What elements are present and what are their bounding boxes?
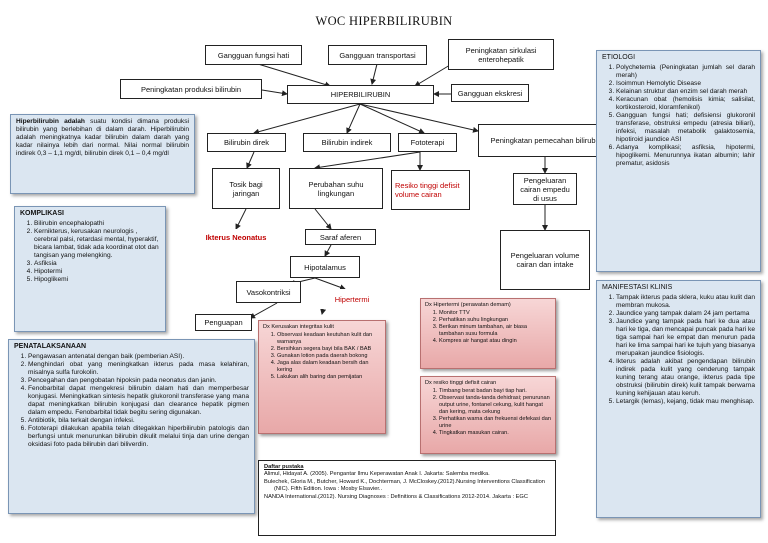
list-item: Keracunan obat (hemolisis kimia; salisil…	[616, 96, 755, 112]
manifestasi-title: MANIFESTASI KLINIS	[602, 284, 673, 291]
dx-kerusakan-title: Dx Kerusakan integritas kulit	[263, 324, 334, 330]
komplikasi-title: KOMPLIKASI	[20, 210, 64, 217]
list-item: Pencegahan dan pengobatan hipoksin pada …	[28, 377, 249, 385]
box-toksik-jaringan: Tosik bagi jaringan	[212, 168, 280, 209]
box-gangguan-ekskresi: Gangguan ekskresi	[451, 84, 529, 102]
list-item: Adanya komplikasi; asfiksia, hipotermi, …	[616, 144, 755, 168]
list-item: Observasi keadaan keutuhan kulit dan war…	[277, 332, 381, 346]
list-item: Fototerapi dilakukan apabila telah diteg…	[28, 425, 249, 449]
list-item: Ikterus adalah akibat pengendapan biliru…	[616, 358, 755, 398]
list-item: Jaundice yang tampak pada hari ke dua at…	[616, 318, 755, 358]
list-item: Menghindari obat yang meningkatkan ikter…	[28, 361, 249, 377]
box-vasokontriksi: Vasokontriksi	[236, 281, 301, 303]
box-bilirubin-direk: Bilirubin direk	[207, 133, 286, 152]
pustaka-entry: Bulechek, Gloria M., Butcher, Howard K.,…	[264, 478, 545, 493]
box-resiko-defisit-cairan: Resiko tinggi defisit volume cairan	[391, 170, 470, 210]
dx-resiko-title: Dx resiko tinggi defisit cairan	[425, 380, 497, 386]
dx-hipertermi-box: Dx Hipertermi (perawatan demam) Monitor …	[420, 298, 556, 369]
list-item: Tampak ikterus pada sklera, kuku atau ku…	[616, 294, 755, 310]
list-item: Letargik (lemas), kejang, tidak mau meng…	[616, 398, 755, 406]
definition-box: Hiperbilirubin adalah suatu kondisi dima…	[10, 114, 195, 194]
penatalaksanaan-box: PENATALAKSANAAN Pengawasan antenatal den…	[8, 339, 255, 514]
definition-text: suatu kondisi dimana produksi bilirubin …	[16, 118, 189, 158]
box-pengeluaran-volume: Pengeluaran volume cairan dan intake	[500, 230, 590, 290]
etiologi-box: ETIOLOGI Polychetemia (Peningkatan jumla…	[596, 50, 761, 272]
page-title: WOC HIPERBILIRUBIN	[315, 14, 453, 28]
list-item: Gunakan lotion pada daerah bokong	[277, 353, 381, 360]
box-pemecahan-bilirubin: Peningkatan pemecahan bilirubin	[478, 124, 614, 157]
box-fototerapi: Fototerapi	[398, 133, 457, 152]
list-item: Polychetemia (Peningkatan jumlah sel dar…	[616, 64, 755, 80]
list-item: Jaundice yang tampak dalam 24 jam pertam…	[616, 310, 755, 318]
list-item: Isoimmun Hemolytic Disease	[616, 80, 755, 88]
pustaka-entry: Alimul, Hidayat A. (2005). Pengantar Ilm…	[264, 471, 490, 478]
komplikasi-box: KOMPLIKASI Bilirubin encephalopathi Kern…	[14, 206, 166, 332]
list-item: Hipotermi	[34, 268, 160, 276]
box-hipertermi: Hipertermi	[319, 289, 385, 309]
list-item: Jaga alas dalam keadaan bersih dan kerin…	[277, 360, 381, 374]
box-ikterus-neonatus: Ikterus Neonatus	[186, 229, 286, 245]
box-produksi-bilirubin: Peningkatan produksi bilirubin	[120, 79, 262, 99]
list-item: Timbang berat badan bayi tiap hari.	[439, 388, 551, 395]
box-saraf-aferen: Saraf aferen	[305, 229, 376, 245]
box-bilirubin-indirek: Bilirubin indirek	[303, 133, 391, 152]
box-penguapan: Penguapan	[195, 314, 252, 331]
list-item: Lakukan alih baring dan pemijatan	[277, 374, 381, 381]
manifestasi-box: MANIFESTASI KLINIS Tampak ikterus pada s…	[596, 280, 761, 518]
list-item: Asfiksia	[34, 260, 160, 268]
list-item: Fenobarbital dapat mengekresi bilirubin …	[28, 385, 249, 417]
daftar-pustaka-box: Daftar pustaka Alimul, Hidayat A. (2005)…	[258, 460, 556, 536]
list-item: Bilirubin encephalopathi	[34, 220, 160, 228]
dx-kerusakan-kulit-box: Dx Kerusakan integritas kulit Observasi …	[258, 320, 386, 434]
list-item: Kelainan struktur dan enzim sel darah me…	[616, 88, 755, 96]
box-gangguan-transportasi: Gangguan transportasi	[328, 45, 427, 65]
list-item: Bersihkan segera bayi bila BAK / BAB	[277, 346, 381, 353]
box-hiperbilirubin: HIPERBILIRUBIN	[287, 85, 434, 104]
list-item: Kernikterus, kerusakan neurologis , cere…	[34, 228, 160, 260]
pustaka-title: Daftar pustaka	[264, 464, 304, 470]
list-item: Perhatikan warna dan frekuensi defekasi …	[439, 416, 551, 430]
dx-resiko-cairan-box: Dx resiko tinggi defisit cairan Timbang …	[420, 376, 556, 454]
list-item: Monitor TTV	[439, 310, 551, 317]
definition-term: Hiperbilirubin adalah	[16, 118, 85, 125]
box-perubahan-suhu: Perubahan suhu lingkungan	[289, 168, 383, 209]
list-item: Observasi tanda-tanda dehidrasi; penurun…	[439, 395, 551, 416]
box-pengeluaran-empedu: Pengeluaran cairan empedu di usus	[513, 173, 577, 205]
box-gangguan-fungsi-hati: Gangguan fungsi hati	[205, 45, 302, 65]
list-item: Perhatikan suhu lingkungan	[439, 317, 551, 324]
box-sirkulasi-enterohepatik: Peningkatan sirkulasi enterohepatik	[448, 39, 554, 70]
box-hipotalamus: Hipotalamus	[290, 256, 360, 278]
list-item: Tingkatkan masukan cairan.	[439, 430, 551, 437]
etiologi-title: ETIOLOGI	[602, 54, 636, 61]
list-item: Antibiotik, bila terkait dengan infeksi.	[28, 417, 249, 425]
list-item: Pengawasan antenatal dengan baik (pember…	[28, 353, 249, 361]
pustaka-entry: NANDA International.(2012). Nursing Diag…	[264, 493, 528, 500]
list-item: Hipoglikemi	[34, 276, 160, 284]
dx-hipertermi-title: Dx Hipertermi (perawatan demam)	[425, 302, 511, 308]
penatalaksanaan-title: PENATALAKSANAAN	[14, 343, 87, 350]
list-item: Gangguan fungsi hati; defisiensi glukoro…	[616, 112, 755, 144]
list-item: Kompres air hangat atau dingin	[439, 338, 551, 345]
list-item: Berikan minum tambahan, air biasa tambah…	[439, 324, 551, 338]
